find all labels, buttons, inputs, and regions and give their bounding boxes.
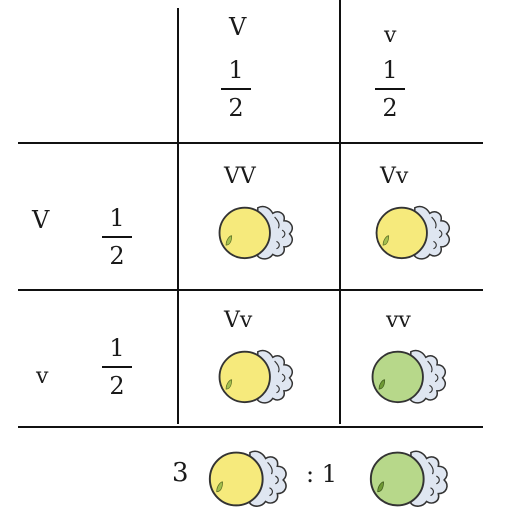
header-allele-v: v xyxy=(384,25,396,47)
fraction-bar xyxy=(102,366,132,368)
cell-genotype-Vv-bottom: Vv xyxy=(224,310,252,332)
fraction-denominator: 2 xyxy=(102,374,132,398)
fraction-bar xyxy=(375,88,405,90)
yellow-pea-icon xyxy=(213,198,297,266)
yellow-pea-icon xyxy=(213,342,297,410)
cell-genotype-vv: vv xyxy=(386,310,411,332)
green-pea-icon xyxy=(364,443,452,513)
cell-genotype-VV: VV xyxy=(224,166,256,188)
ratio-yellow-count: 3 xyxy=(172,460,189,486)
fraction-numerator: 1 xyxy=(221,58,251,82)
header-fraction-V: 1 2 xyxy=(221,58,251,120)
horizontal-divider-middle xyxy=(18,289,483,291)
cell-genotype-Vv-top: Vv xyxy=(380,166,408,188)
fraction-numerator: 1 xyxy=(102,206,132,230)
row-allele-V: V xyxy=(32,208,49,232)
fraction-bar xyxy=(102,236,132,238)
fraction-denominator: 2 xyxy=(221,96,251,120)
row-allele-v: v xyxy=(36,366,48,388)
fraction-denominator: 2 xyxy=(102,244,132,268)
yellow-pea-icon xyxy=(370,198,454,266)
header-allele-V: V xyxy=(229,15,246,39)
fraction-denominator: 2 xyxy=(375,96,405,120)
fraction-numerator: 1 xyxy=(375,58,405,82)
vertical-divider-right xyxy=(339,0,341,424)
horizontal-divider-header xyxy=(18,142,483,144)
yellow-pea-icon xyxy=(203,443,291,513)
fraction-numerator: 1 xyxy=(102,336,132,360)
green-pea-icon xyxy=(366,342,450,410)
row-fraction-V: 1 2 xyxy=(102,206,132,268)
vertical-divider-left xyxy=(177,8,179,424)
header-fraction-v: 1 2 xyxy=(375,58,405,120)
horizontal-divider-bottom xyxy=(18,426,483,428)
row-fraction-v: 1 2 xyxy=(102,336,132,398)
ratio-separator: : 1 xyxy=(306,462,337,486)
fraction-bar xyxy=(221,88,251,90)
